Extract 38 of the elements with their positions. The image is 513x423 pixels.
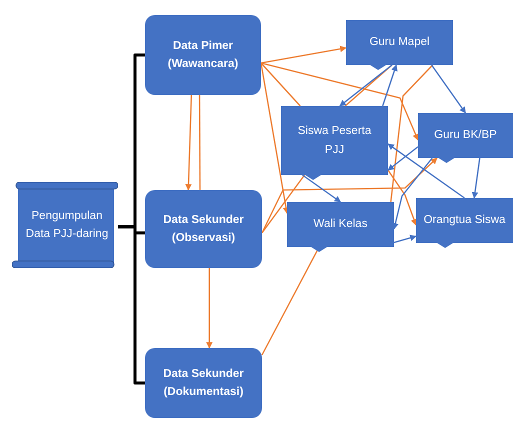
node-label: Guru BK/BP	[434, 128, 497, 144]
arrow	[387, 170, 418, 226]
bracket-line	[118, 225, 145, 384]
node-label: Data Pimer (Wawancara)	[166, 38, 240, 72]
rounded-box	[145, 190, 262, 268]
connector-line	[261, 174, 306, 234]
arrow	[431, 64, 466, 114]
connector-line	[198, 95, 201, 190]
arrow	[394, 234, 417, 244]
node-label: Guru Mapel	[369, 35, 430, 50]
callout-box	[346, 20, 453, 70]
arrow	[388, 146, 418, 171]
node-label: Data Sekunder (Dokumentasi)	[162, 366, 245, 400]
arrow	[392, 158, 433, 230]
scroll-shape	[12, 182, 118, 268]
callout-box	[416, 198, 513, 248]
callout-box	[287, 202, 394, 252]
rounded-box	[145, 15, 261, 95]
node-label: Data Sekunder (Observasi)	[162, 212, 245, 246]
arrow	[472, 158, 480, 199]
node-label: Siswa Peserta PJJ	[296, 124, 372, 158]
connector-line	[390, 64, 434, 202]
arrow	[260, 62, 419, 141]
arrow	[302, 174, 342, 203]
arrow	[260, 46, 347, 64]
arrow	[185, 94, 192, 191]
arrow	[206, 268, 213, 349]
arrow	[382, 64, 398, 106]
arrow	[261, 158, 438, 234]
node-label: Orangtua Siswa	[424, 213, 506, 228]
arrow	[387, 143, 465, 199]
connector-line	[260, 62, 301, 106]
callout-box	[281, 106, 388, 180]
callout-box	[418, 113, 513, 163]
arrow	[260, 62, 290, 214]
node-label: Pengumpulan Data PJJ-daring	[24, 208, 110, 242]
rounded-box	[145, 348, 262, 418]
node-label: Wali Kelas	[314, 217, 368, 232]
